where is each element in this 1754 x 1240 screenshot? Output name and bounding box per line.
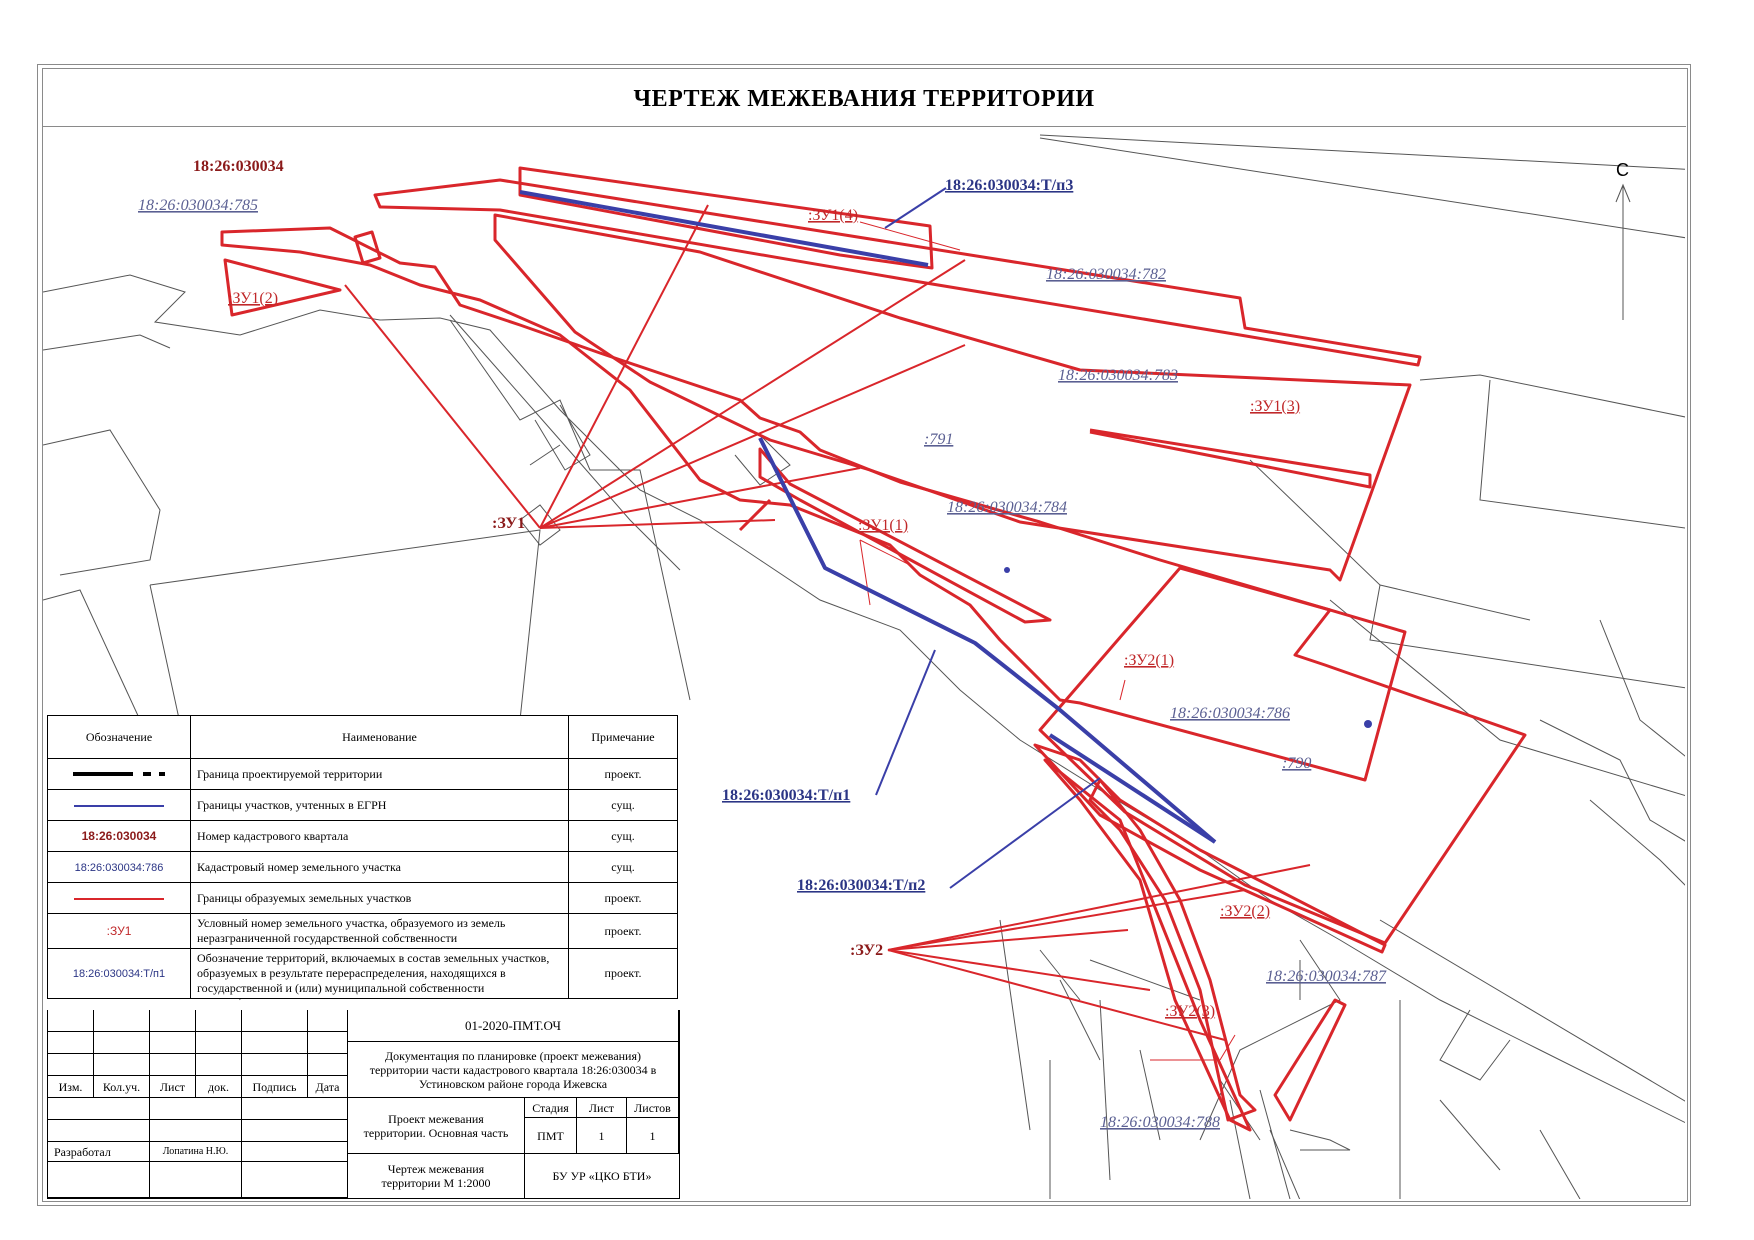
document-code: 01-2020-ПМТ.ОЧ xyxy=(348,1010,679,1042)
inner-frame xyxy=(42,68,1688,1202)
parcel-786-label: 18:26:030034:786 xyxy=(1170,705,1290,722)
parcel-791-label: :791 xyxy=(924,431,953,448)
parcel-zu1-4 xyxy=(518,166,934,270)
parcel-zu1-2 xyxy=(223,258,342,317)
legend-row: :ЗУ1 Условный номер земельного участка, … xyxy=(47,913,678,949)
legend-header-name: Наименование xyxy=(190,715,569,759)
sheet-value: 1 xyxy=(577,1118,627,1154)
sheet-header: Лист xyxy=(577,1098,627,1118)
legend-note: проект. xyxy=(568,913,678,949)
parcel-783-label: 18:26:030034:783 xyxy=(1058,367,1178,384)
quarter-label: 18:26:030034 xyxy=(193,158,284,175)
parcel-road-e xyxy=(1088,778,1257,1122)
legend-row: 18:26:030034:786 Кадастровый номер земел… xyxy=(47,851,678,883)
title-bar: ЧЕРТЕЖ МЕЖЕВАНИЯ ТЕРРИТОРИИ xyxy=(42,68,1686,127)
legend-note: сущ. xyxy=(568,789,678,821)
legend-name: Границы участков, учтенных в ЕГРН xyxy=(190,789,569,821)
parcel-788-label: 18:26:030034:788 xyxy=(1100,1114,1220,1131)
legend-symbol-red-line xyxy=(47,882,191,914)
col-izm: Изм. xyxy=(48,1076,94,1098)
parcel-strip-main xyxy=(220,226,1407,782)
parcel-785-label: 18:26:030034:785 xyxy=(138,197,258,214)
parcel-784-point xyxy=(1004,567,1010,573)
legend-name: Границы образуемых земельных участков xyxy=(190,882,569,914)
legend-table: Обозначение Наименование Примечание Гран… xyxy=(47,715,678,999)
outer-frame xyxy=(37,64,1691,1206)
col-data: Дата xyxy=(308,1076,348,1098)
document-title: Документация по планировке (проект межев… xyxy=(348,1042,679,1098)
egrn-boundaries xyxy=(519,187,1217,889)
legend-row: 18:26:030034:Т/п1 Обозначение территорий… xyxy=(47,948,678,999)
legend-note: проект. xyxy=(568,948,678,999)
drawing-name: Чертеж межевания территории М 1:2000 xyxy=(348,1154,525,1198)
sheets-value: 1 xyxy=(627,1118,679,1154)
col-podpis: Подпись xyxy=(242,1076,308,1098)
parcel-782-label: 18:26:030034:782 xyxy=(1046,266,1166,283)
col-list: Лист xyxy=(150,1076,196,1098)
legend-name: Кадастровый номер земельного участка xyxy=(190,851,569,883)
stage-header: Стадия xyxy=(525,1098,577,1118)
stage-value: ПМТ xyxy=(525,1118,577,1154)
legend-symbol-dash xyxy=(47,758,191,790)
zu2-1-label: :ЗУ2(1) xyxy=(1124,652,1174,669)
developed-label: Разработал xyxy=(48,1142,150,1162)
zu1-1-label: :ЗУ1(1) xyxy=(858,517,908,534)
legend-symbol-zu: :ЗУ1 xyxy=(106,923,132,938)
page-title: ЧЕРТЕЖ МЕЖЕВАНИЯ ТЕРРИТОРИИ xyxy=(633,86,1095,112)
north-label: С xyxy=(1616,160,1629,180)
legend-note: сущ. xyxy=(568,851,678,883)
legend-name: Граница проектируемой территории xyxy=(190,758,569,790)
zu2-3-label: :ЗУ2(3) xyxy=(1165,1003,1215,1020)
legend-name: Номер кадастрового квартала xyxy=(190,820,569,852)
parcel-zu2-1 xyxy=(1038,566,1527,945)
parcel-zu2-2 xyxy=(1033,743,1387,954)
parcel-790-label: :790 xyxy=(1282,755,1311,772)
developer-name: Лопатина Н.Ю. xyxy=(150,1142,242,1162)
legend-row: Границы образуемых земельных участков пр… xyxy=(47,882,678,914)
parcel-strip-north xyxy=(373,178,1422,367)
parcel-786-point xyxy=(1364,720,1372,728)
title-block: Изм. Кол.уч. Лист док. Подпись Дата Разр… xyxy=(47,1010,680,1199)
sheets-header: Листов xyxy=(627,1098,679,1118)
legend-row: 18:26:030034 Номер кадастрового квартала… xyxy=(47,820,678,852)
legend-symbol-blue-line xyxy=(47,789,191,821)
parcel-zu1-1 xyxy=(758,447,1052,624)
col-kol: Кол.уч. xyxy=(94,1076,150,1098)
zu1-3-label: :ЗУ1(3) xyxy=(1250,398,1300,415)
legend-symbol-territory: 18:26:030034:Т/п1 xyxy=(72,968,166,980)
section-name: Проект межевания территории. Основная ча… xyxy=(348,1098,525,1154)
legend-note: сущ. xyxy=(568,820,678,852)
zu1-2-label: :ЗУ1(2) xyxy=(228,290,278,307)
legend-name: Условный номер земельного участка, образ… xyxy=(190,913,569,949)
legend-header: Обозначение Наименование Примечание xyxy=(47,715,678,759)
legend-name: Обозначение территорий, включаемых в сос… xyxy=(190,948,569,999)
territory-tp1-label: 18:26:030034:Т/п1 xyxy=(722,787,850,804)
zu2-2-label: :ЗУ2(2) xyxy=(1220,903,1270,920)
zu1-4-label: :ЗУ1(4) xyxy=(808,207,858,224)
parcel-thin-se xyxy=(1273,998,1347,1122)
legend-row: Границы участков, учтенных в ЕГРН сущ. xyxy=(47,789,678,821)
parcel-787-label: 18:26:030034:787 xyxy=(1266,968,1387,985)
legend-row: Граница проектируемой территории проект. xyxy=(47,758,678,790)
parcel-small-box xyxy=(353,230,382,265)
zu1-label: :ЗУ1 xyxy=(492,515,525,532)
legend-symbol-parcel: 18:26:030034:786 xyxy=(74,861,164,874)
base-topography xyxy=(43,134,1685,1199)
legend-note: проект. xyxy=(568,758,678,790)
parcel-zu1-3 xyxy=(493,213,1412,582)
zu2-label: :ЗУ2 xyxy=(850,942,883,959)
col-dok: док. xyxy=(196,1076,242,1098)
legend-symbol-quarter: 18:26:030034 xyxy=(81,828,157,843)
legend-header-symbol: Обозначение xyxy=(47,715,191,759)
legend-note: проект. xyxy=(568,882,678,914)
legend-header-note: Примечание xyxy=(568,715,678,759)
territory-tp2-label: 18:26:030034:Т/п2 xyxy=(797,877,925,894)
organization-name: БУ УР «ЦКО БТИ» xyxy=(552,1169,652,1183)
parcel-784-label: 18:26:030034:784 xyxy=(947,499,1067,516)
territory-tp3-label: 18:26:030034:Т/п3 xyxy=(945,177,1073,194)
new-parcel-boundaries xyxy=(220,166,1527,1132)
